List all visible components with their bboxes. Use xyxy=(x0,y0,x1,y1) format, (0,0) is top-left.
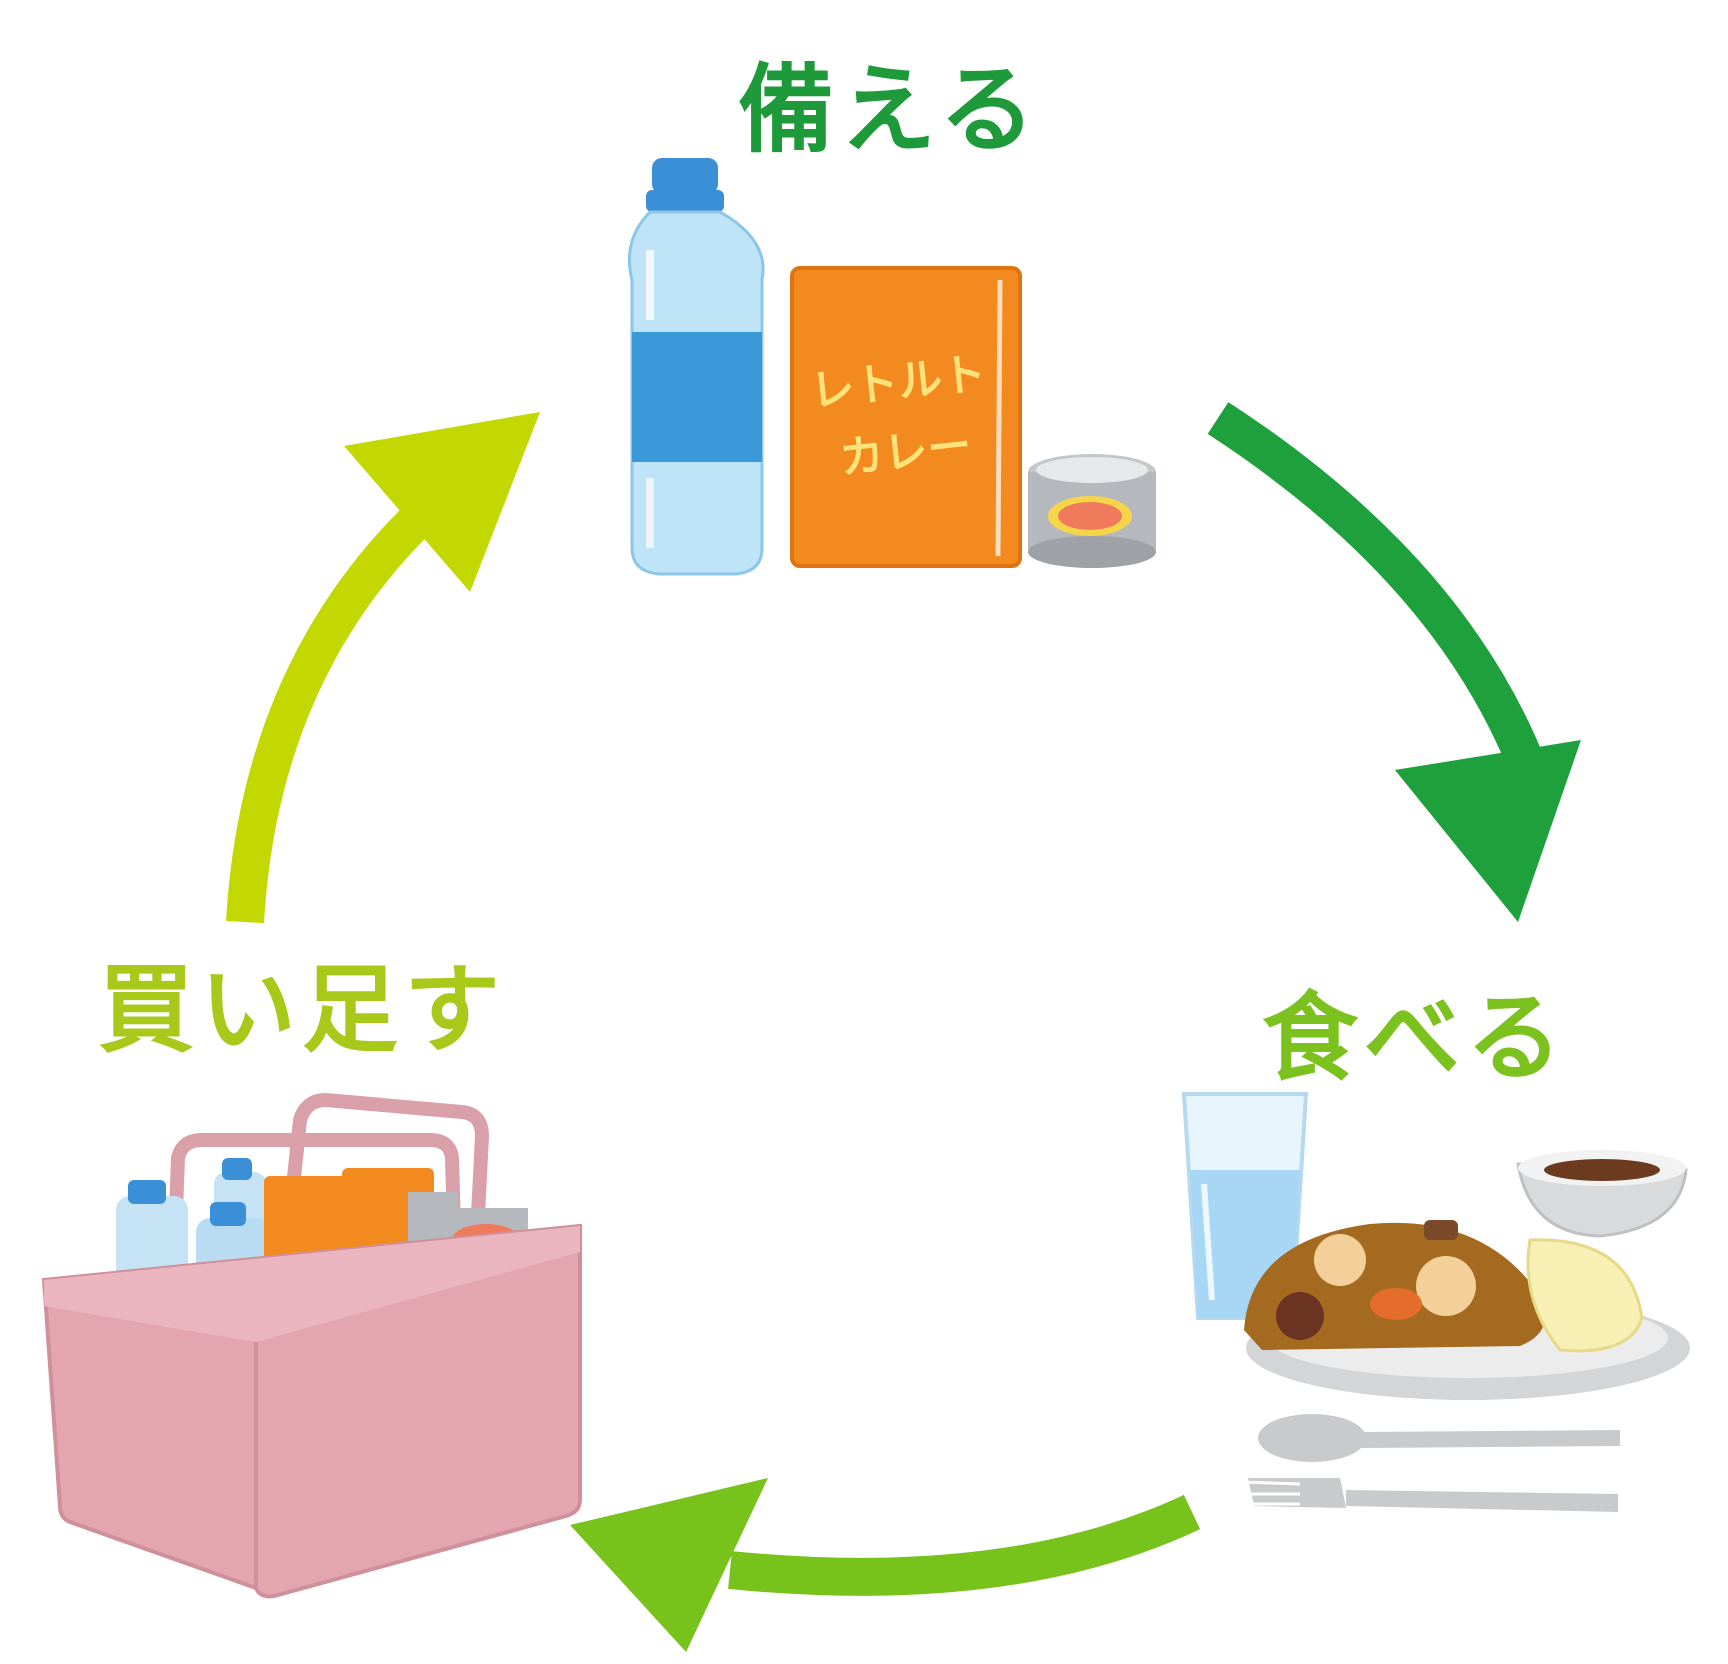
soup-bowl-icon xyxy=(1516,1150,1688,1238)
step-label-eat: 食べる xyxy=(1262,982,1568,1094)
shopping-basket-icon xyxy=(41,1092,582,1599)
water-bottle-icon xyxy=(627,158,765,576)
arrow-restock-to-prepare xyxy=(226,412,540,924)
step-label-restock: 買い足す xyxy=(98,954,506,1066)
step-label-prepare: 備える xyxy=(738,54,1042,166)
curry-plate-icon xyxy=(1244,1220,1690,1400)
arrow-prepare-to-eat xyxy=(1207,402,1581,922)
retort-curry-pouch-icon xyxy=(790,266,1022,568)
spoon-icon xyxy=(1258,1414,1620,1462)
pouch-text: レトルト カレー xyxy=(805,339,999,498)
canned-food-icon xyxy=(1028,454,1156,568)
fork-icon xyxy=(1239,1478,1618,1512)
arrow-eat-to-restock xyxy=(570,1478,1201,1652)
